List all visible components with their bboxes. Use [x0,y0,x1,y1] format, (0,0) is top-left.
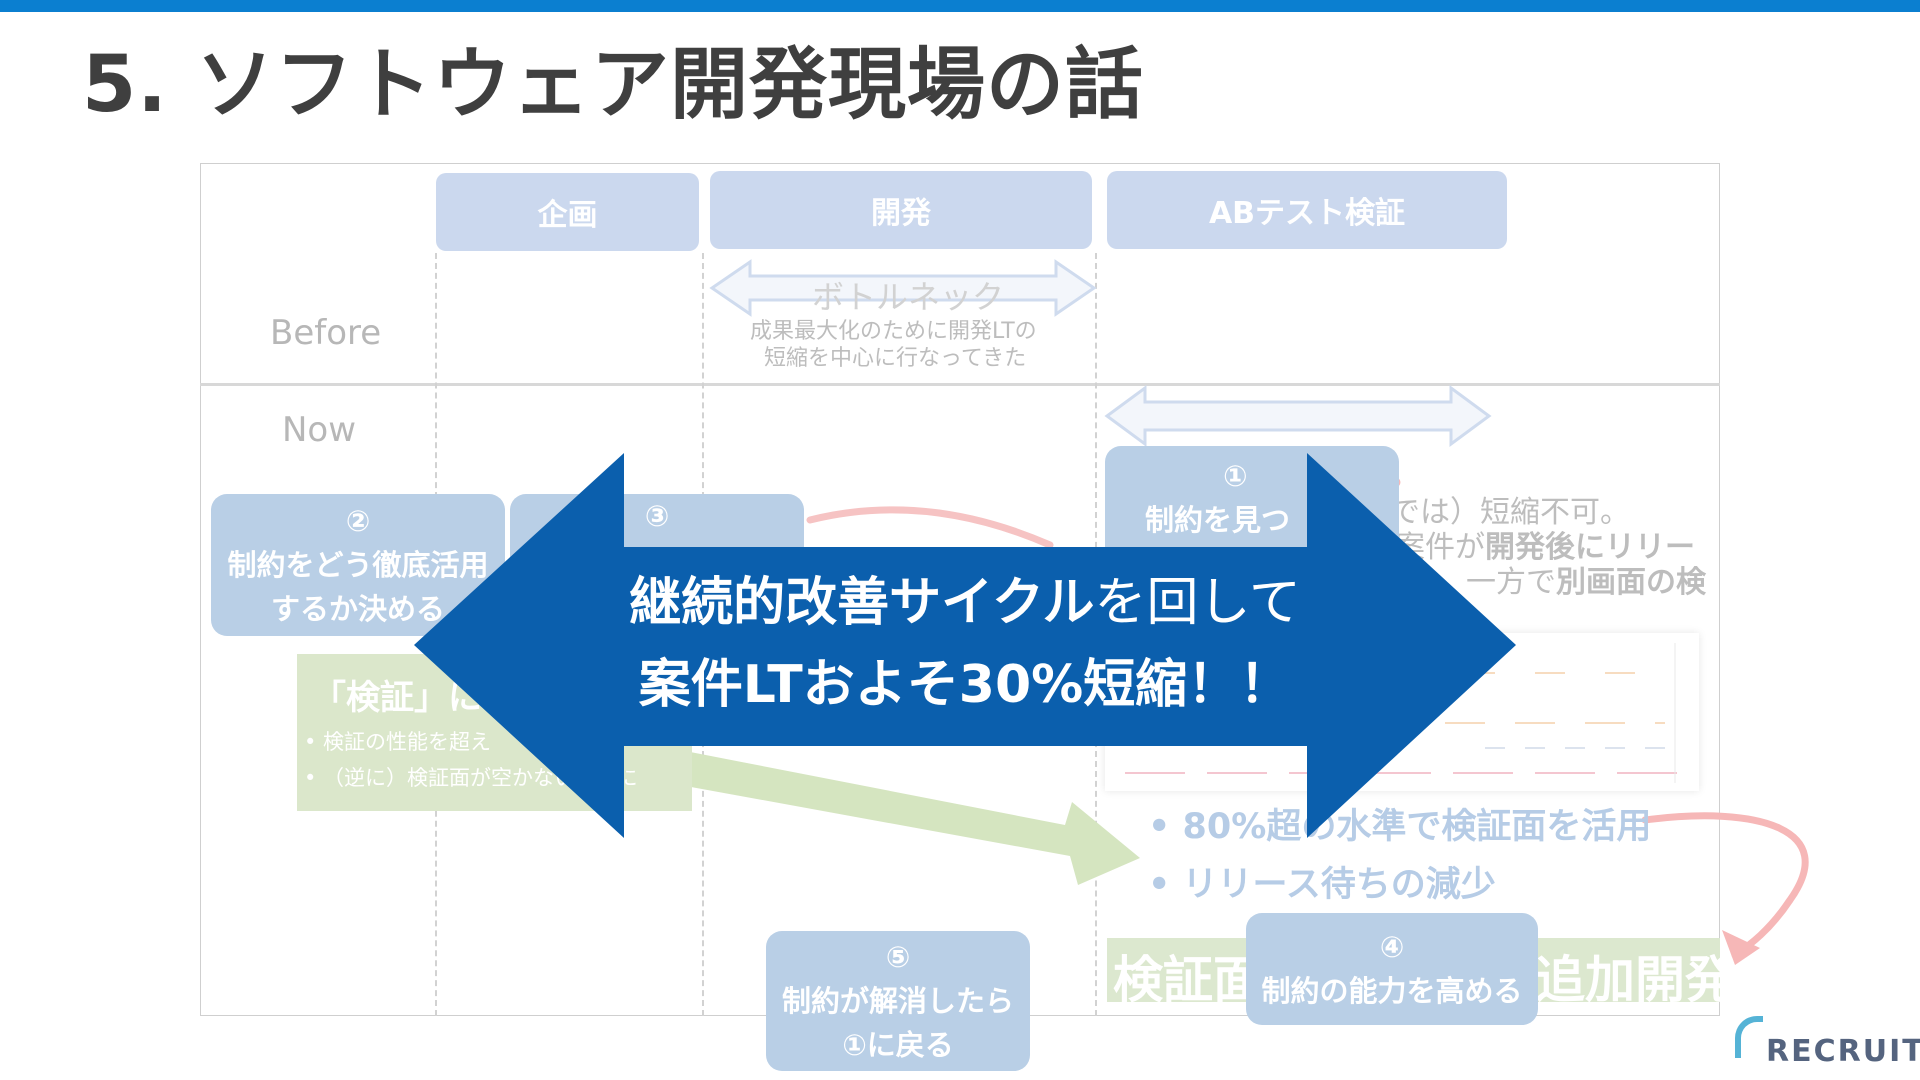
validation-focus-title: 「検証」に [312,678,482,718]
before-note-line2: 短縮を中心に行なってきた [764,346,1027,371]
phase-development: 開発 [710,171,1092,249]
slide-title: 5. ソフトウェア開発現場の話 [82,40,1145,130]
recruit-logo-icon [1735,1016,1763,1058]
step-label: するか決める [270,592,445,626]
top-accent-bar [0,0,1920,12]
result-bullet: • リリース待ちの減少 [1148,865,1496,905]
step-label: 制約を見つ [1145,503,1291,537]
arrow-message-line1: 継続的改善サイクルを回して [629,573,1301,633]
outcome-strip-right-text: 追加開発 [1535,951,1735,1009]
step-5-box: ⑤ 制約が解消したら ①に戻る [766,931,1030,1071]
step-4-box: ④ 制約の能力を高める [1246,913,1538,1025]
step-number: ② [345,504,371,538]
phase-planning: 企画 [436,173,699,251]
big-double-arrow-icon [414,453,1516,838]
before-note-line1: 成果最大化のために開発LTの [750,319,1037,344]
row-divider [200,383,1720,386]
partial-note-line1: では）短縮不可。 [1390,495,1630,530]
row-label-now: Now [282,410,357,450]
step-label: 制約の能力を高める [1261,974,1523,1008]
bottleneck-arrow-icon [709,259,1097,317]
validation-arrow-icon [1104,385,1492,447]
outcome-strip-left-text: 検証面 [1113,951,1263,1009]
validation-focus-bullet: • 検証の性能を超え [304,730,492,754]
partial-note-line3: 一方で別画面の検 [1466,565,1706,600]
phase-ab-test: ABテスト検証 [1107,171,1507,249]
step-label: 制約をどう徹底活用 [227,548,489,582]
bottleneck-label: ボトルネック [812,278,1005,316]
recruit-logo-text: RECRUIT [1766,1034,1920,1069]
step-number: ④ [1379,930,1405,964]
step-number: ③ [644,499,670,533]
arrow-message-line2: 案件LTおよそ30%短縮！！ [638,655,1292,715]
cycle-arrow-right-icon [1641,812,1809,965]
usage-chart-lines [1125,643,1685,783]
result-bullet: • 80%超の水準で検証面を活用 [1148,807,1652,847]
green-flow-arrow-icon [680,750,1140,885]
step-number: ⑤ [885,940,911,974]
row-label-before: Before [270,313,382,353]
step-label: ①に戻る [842,1028,954,1062]
step-label: 制約が解消したら [781,984,1014,1018]
step-number: ① [1223,459,1248,493]
step-2-box: ② 制約をどう徹底活用 するか決める [211,494,505,636]
cycle-arrow-top-icon [806,506,1054,549]
